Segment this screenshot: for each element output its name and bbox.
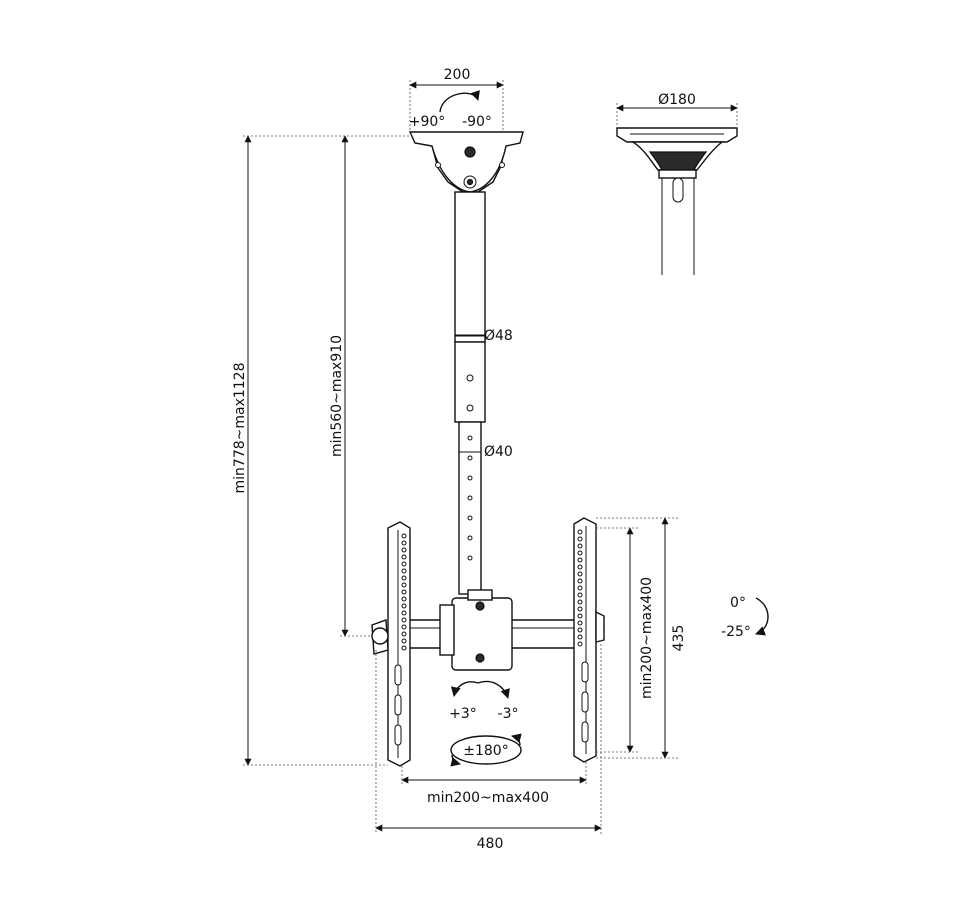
vesa-hole (577, 613, 583, 619)
dimension-labels: 200 +90° -90° Ø180 Ø48 Ø40 min778~max112… (232, 67, 751, 852)
swivel-plus3-label: +3° (449, 706, 477, 722)
vesa-hole (577, 536, 583, 542)
left-vesa-rail (371, 521, 411, 767)
rotation-arrows (439, 90, 769, 767)
vesa-hole (401, 624, 407, 630)
vesa-hole (577, 585, 583, 591)
vesa-hole (577, 557, 583, 563)
telescopic-pole (454, 191, 486, 595)
vesa-hole (401, 582, 407, 588)
vesa-hole (401, 645, 407, 651)
vesa-hole (401, 554, 407, 560)
dimension-lines (243, 80, 738, 834)
ceiling-bracket (408, 131, 524, 193)
tilt-minus25-label: -25° (721, 624, 751, 640)
vesa-hole (577, 578, 583, 584)
arm-height-label: 435 (671, 625, 687, 652)
vesa-hole (401, 547, 407, 553)
vesa-hole (577, 606, 583, 612)
vesa-horizontal-label: min200~max400 (427, 790, 549, 806)
rotation-plus90-label: +90° (409, 114, 446, 130)
rotate-180-label: ±180° (463, 743, 508, 759)
vesa-hole (577, 641, 583, 647)
pole-height-label: min560~max910 (329, 335, 345, 457)
vesa-hole (577, 627, 583, 633)
vesa-hole (577, 634, 583, 640)
total-height-label: min778~max1128 (232, 363, 248, 494)
ceiling-plate-side-view (616, 127, 738, 275)
vesa-hole (401, 596, 407, 602)
vesa-hole (577, 620, 583, 626)
rotation-minus90-label: -90° (462, 114, 492, 130)
vesa-hole (401, 631, 407, 637)
swivel-minus3-label: -3° (498, 706, 519, 722)
tilt-zero-label: 0° (730, 595, 746, 611)
tilt-head (399, 589, 581, 671)
total-width-label: 480 (477, 836, 504, 852)
vesa-hole (577, 592, 583, 598)
vesa-hole (577, 550, 583, 556)
vesa-hole (577, 529, 583, 535)
vesa-hole (401, 575, 407, 581)
vesa-hole (401, 603, 407, 609)
pole-outer-diameter-label: Ø48 (484, 328, 513, 344)
vesa-hole (401, 568, 407, 574)
vesa-hole (401, 533, 407, 539)
pole-inner-diameter-label: Ø40 (484, 444, 513, 460)
right-vesa-rail (573, 517, 605, 763)
vesa-hole (577, 564, 583, 570)
plate-diameter-label: Ø180 (658, 92, 696, 108)
vesa-hole (577, 599, 583, 605)
vesa-hole (401, 610, 407, 616)
vesa-vertical-label: min200~max400 (639, 577, 655, 699)
vesa-hole (577, 571, 583, 577)
vesa-hole (401, 617, 407, 623)
vesa-hole (401, 540, 407, 546)
vesa-hole (577, 543, 583, 549)
vesa-hole (401, 561, 407, 567)
vesa-hole (401, 589, 407, 595)
top-width-label: 200 (444, 67, 471, 83)
vesa-hole (401, 638, 407, 644)
